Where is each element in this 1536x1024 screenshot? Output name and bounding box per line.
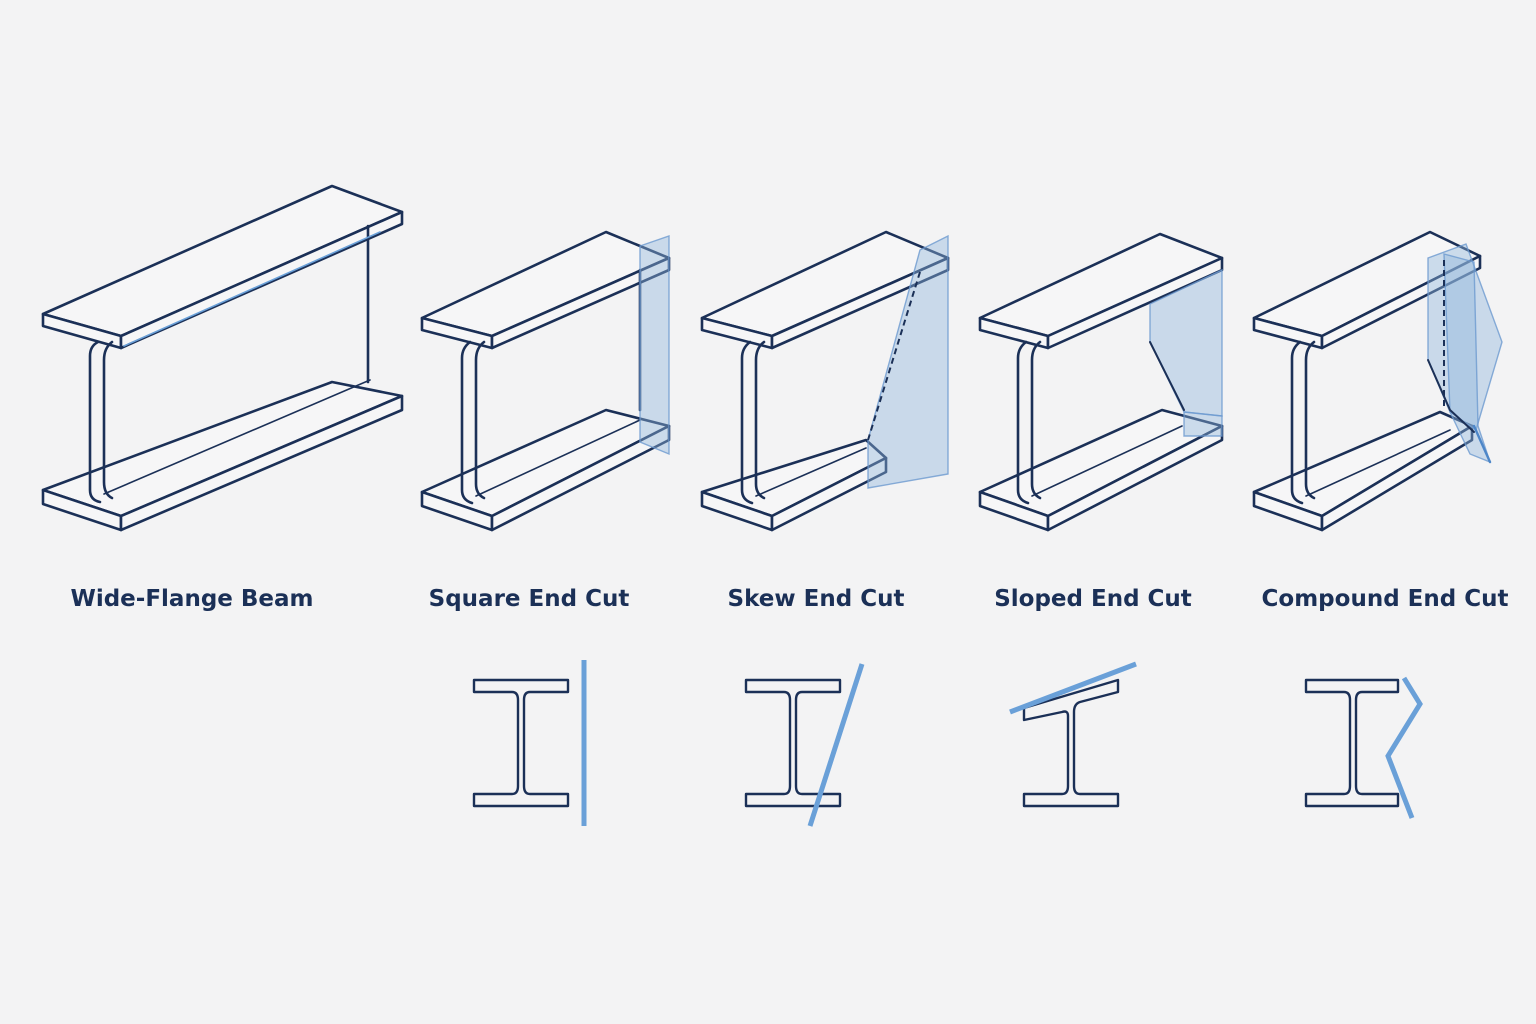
compound-cut-section-icon xyxy=(1304,676,1423,819)
wide-flange-beam-drawing xyxy=(41,184,404,532)
label-sloped-end-cut: Sloped End Cut xyxy=(994,586,1192,612)
compound-end-cut-drawing xyxy=(1252,230,1503,532)
label-square-end-cut: Square End Cut xyxy=(429,586,630,612)
skew-end-cut-drawing xyxy=(700,230,950,532)
label-compound-end-cut: Compound End Cut xyxy=(1262,586,1509,612)
square-end-cut-drawing xyxy=(420,230,671,532)
sloped-end-cut-drawing xyxy=(978,232,1224,532)
label-skew-end-cut: Skew End Cut xyxy=(728,586,905,612)
skew-cut-plane xyxy=(867,234,949,489)
square-cut-plane xyxy=(639,235,670,456)
sloped-cut-section-icon xyxy=(1009,661,1137,808)
skew-cut-section-icon xyxy=(744,663,865,827)
square-cut-section-icon xyxy=(472,660,587,826)
label-wide-flange-beam: Wide-Flange Beam xyxy=(70,586,313,612)
